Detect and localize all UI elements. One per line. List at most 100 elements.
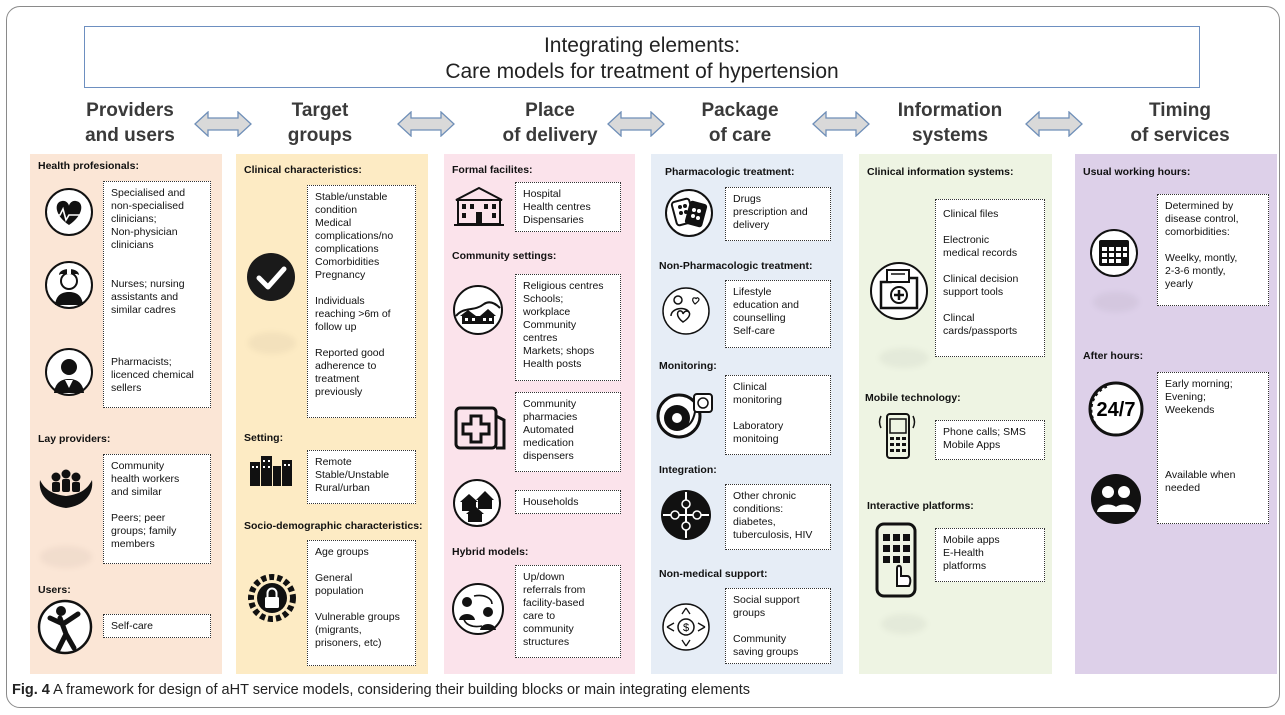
box-line: medical records [943,247,1018,259]
box-line: Reported good [315,347,385,359]
box-line: Self-care [733,325,776,337]
section-hybrid-models: Hybrid models: [452,546,529,558]
box-line: Weelky, montly, [1165,252,1238,264]
header-box: Integrating elements: Care models for tr… [84,26,1200,88]
box-line: Community [523,319,577,331]
box-line: and similar [111,486,162,498]
providers-box-3: Self-care [103,614,211,638]
box-line [315,334,408,347]
column-title-line: Package [701,100,779,121]
box-line [111,343,203,356]
box-line: previously [315,386,363,398]
box-line: Automated [523,424,574,436]
box-line [1165,443,1261,456]
box-line: dispensers [523,450,574,462]
column-title-timing: Timing of services [1100,98,1260,148]
box-line: Self-care [111,620,154,632]
person-self-care-icon [37,599,93,655]
touchscreen-phone-icon [875,522,917,598]
column-title-line: of care [708,125,772,146]
section-clinical-characteristics: Clinical characteristics: [244,164,362,176]
box-line: E-Health [943,547,984,559]
box-line: population [315,585,364,597]
box-line: Up/down [523,571,565,583]
box-line: Weekends [1165,404,1215,416]
box-line: Pregnancy [315,269,366,281]
box-line: Drugs [733,193,762,205]
box-line: Community [111,460,165,472]
box-line [1165,417,1261,430]
box-line: Peers; peer [111,512,166,524]
section-health-professionals: Health profesionals: [38,160,139,172]
column-title-info: Information systems [880,98,1020,148]
column-title-target: Target groups [260,98,380,148]
section-non-pharmacologic: Non-Pharmacologic treatment: [659,260,813,272]
box-line: (migrants, [315,624,362,636]
box-line: health workers [111,473,180,485]
column-title-line: Place [525,100,575,121]
column-title-line: and users [85,125,175,146]
section-setting: Setting: [244,432,284,444]
section-lay-providers: Lay providers: [38,433,111,445]
box-line: Other chronic [733,490,797,502]
faded-shadow [248,332,296,354]
faded-shadow [40,546,92,568]
double-arrow-icon [812,111,870,137]
box-line: Evening; [1165,391,1206,403]
figure-caption: Fig. 4 A framework for design of aHT ser… [12,682,750,698]
section-after-hours: After hours: [1083,350,1144,362]
mobile-phone-icon [878,413,916,459]
section-non-medical: Non-medical support: [659,568,768,580]
box-line: sellers [111,382,142,394]
header-line-1: Integrating elements: [543,34,741,57]
box-line [943,260,1037,273]
box-line: non-specialised [111,200,184,212]
column-title-providers: Providers and users [70,98,190,148]
puzzle-icon [661,490,711,540]
referral-people-icon [452,583,504,635]
column-title-line: groups [287,125,353,146]
box-line: Determined by [1165,200,1234,212]
box-line: Nurses; nursing [111,278,185,290]
box-line: support tools [943,286,1004,298]
box-line: groups [733,607,766,619]
box-line: Hospital [523,188,561,200]
box-line: Lifestyle [733,286,772,298]
column-title-line: of services [1130,125,1230,146]
box-line: Households [523,496,579,508]
section-monitoring: Monitoring: [659,360,717,372]
box-line: Specialised and [111,187,186,199]
hospital-building-icon [454,186,504,226]
pharmacy-cross-icon [454,406,506,450]
box-line: counselling [733,312,786,324]
box-line: needed [1165,482,1201,494]
box-line [733,620,823,633]
column-title-line: Timing [1149,100,1211,121]
blood-pressure-icon [656,393,713,439]
box-line: prisoners, etc) [315,637,382,649]
box-line [1165,456,1261,469]
box-line: General [315,572,353,584]
box-line: centres [523,332,558,344]
place-box-4: Households [515,490,621,514]
section-clinical-info-systems: Clinical information systems: [867,166,1014,178]
box-line: Laboratory [733,420,784,432]
double-arrow-icon [397,111,455,137]
box-line: Phone calls; SMS [943,426,1026,438]
box-line [1165,239,1261,252]
box-line: Markets; shops [523,345,595,357]
box-line [111,499,203,512]
box-line: Community [733,633,787,645]
box-line: Medical [315,217,352,229]
section-pharmacologic: Pharmacologic treatment: [665,166,795,178]
